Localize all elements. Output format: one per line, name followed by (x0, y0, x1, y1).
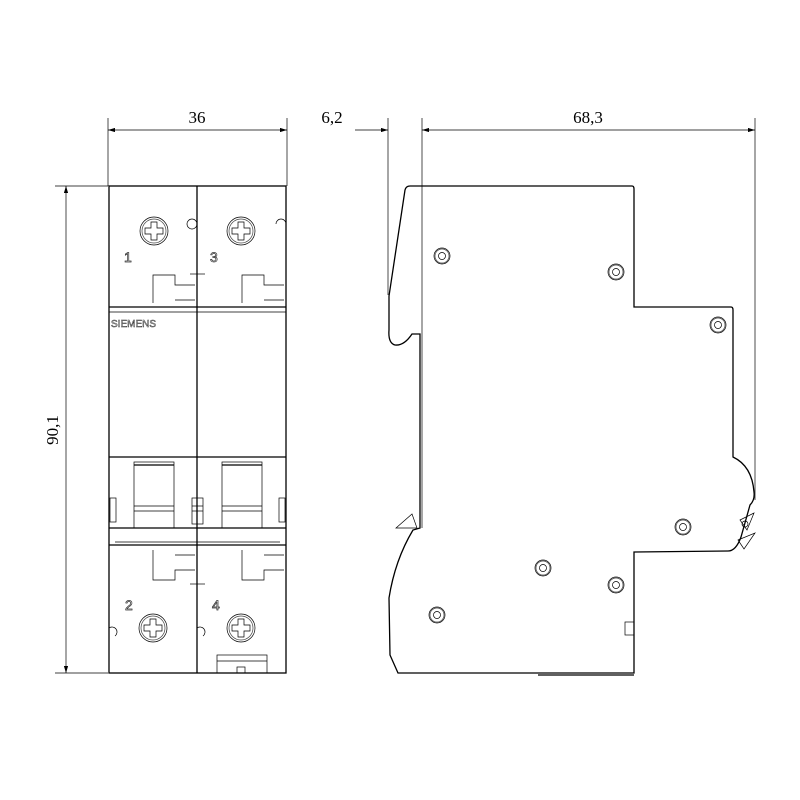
dimension-offset-label: 6,2 (321, 108, 342, 127)
brand-logo: SIEMENS (111, 319, 156, 330)
dimension-height-label: 90,1 (43, 415, 62, 445)
terminal-screw-icon (226, 613, 256, 643)
rivet-icon (674, 518, 692, 536)
dimension-depth-label: 68,3 (573, 108, 603, 127)
dimension-height: 90,1 (43, 185, 108, 674)
dimension-width: 36 (107, 108, 288, 186)
side-view (388, 185, 756, 676)
terminal-screw-icon (138, 613, 168, 643)
terminal-screw-icon (226, 216, 256, 246)
rivet-icon (534, 559, 552, 577)
terminal-screw-icon (139, 216, 169, 246)
dimension-offset: 6,2 (321, 108, 389, 295)
dimension-width-label: 36 (189, 108, 206, 127)
rivet-icon (607, 576, 625, 594)
rivet-icon (433, 247, 451, 265)
terminal-label-1: 1 (124, 249, 132, 265)
terminal-label-2: 2 (125, 597, 133, 613)
rivet-icon (709, 316, 727, 334)
front-view: 1 3 2 4 SIEMENS (108, 185, 287, 674)
dimension-depth: 68,3 (421, 108, 756, 500)
terminal-label-4: 4 (212, 597, 220, 613)
rivet-icon (607, 263, 625, 281)
terminal-label-3: 3 (210, 249, 218, 265)
rivet-icon (428, 606, 446, 624)
